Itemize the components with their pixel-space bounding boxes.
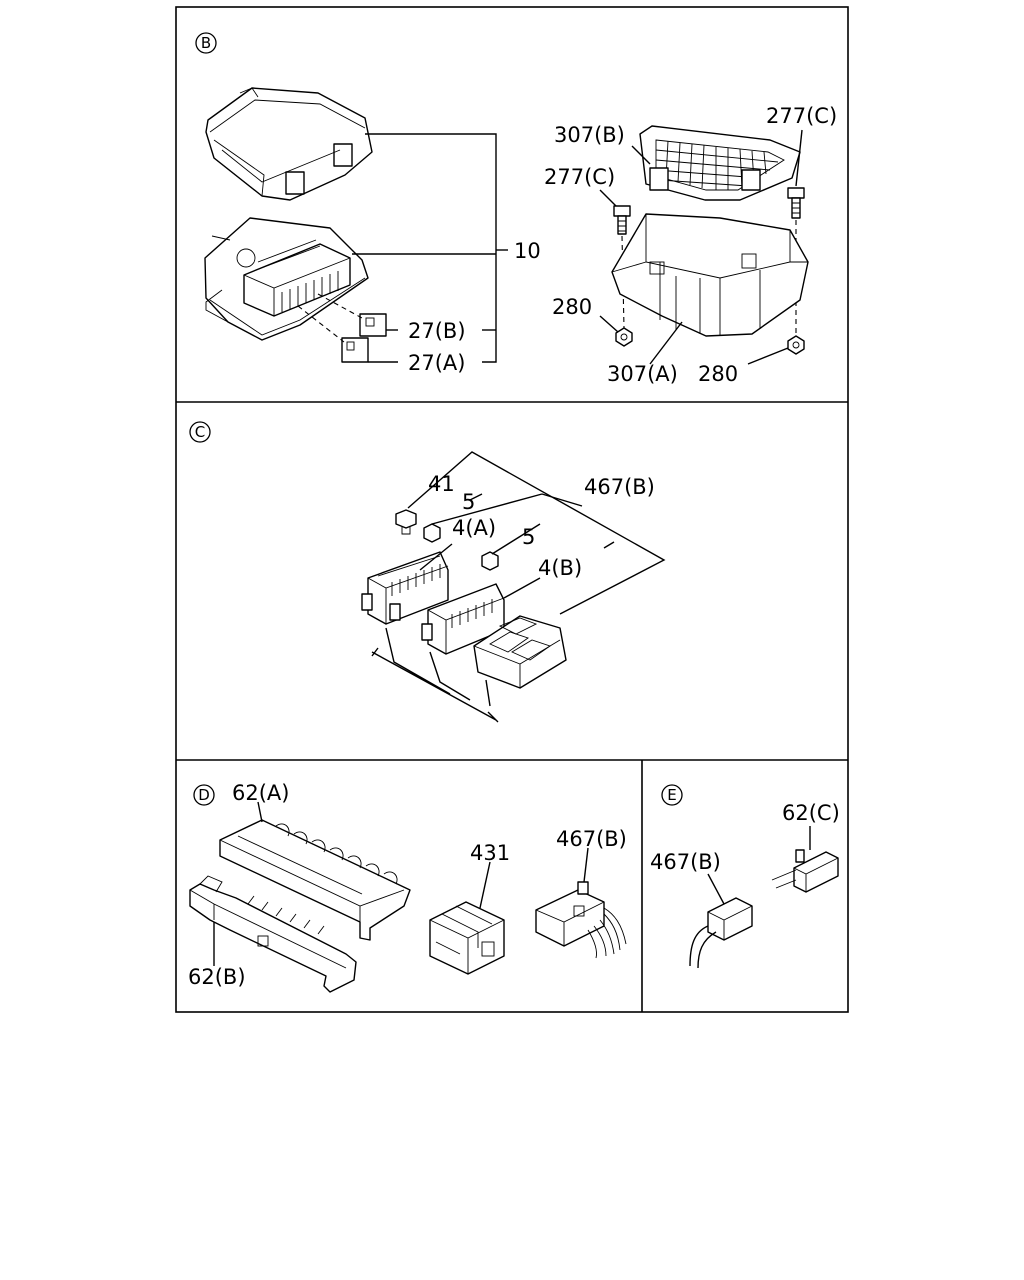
svg-text:D: D: [198, 786, 210, 804]
label-b-277c-left: 277(C): [544, 165, 615, 189]
wire-harness: [371, 627, 499, 723]
section-marker-e: E: [661, 784, 683, 806]
fuse-27a: [341, 337, 369, 363]
leader-280-left: [599, 315, 619, 333]
leader-62a: [257, 801, 263, 823]
label-c-467b: 467(B): [584, 475, 655, 499]
bolt-277c-left: [613, 205, 631, 235]
label-b-307b: 307(B): [554, 123, 625, 147]
label-b-280-right: 280: [698, 362, 738, 386]
connector-62b: [189, 875, 357, 993]
svg-text:E: E: [667, 786, 676, 804]
bolt-277c-right: [787, 187, 805, 219]
fuse-27a-guide: [297, 305, 345, 343]
label-c-5-top: 5: [462, 490, 475, 514]
label-d-62b: 62(B): [188, 965, 246, 989]
label-c-41: 41: [428, 472, 455, 496]
label-d-62a: 62(A): [232, 781, 289, 805]
leader-307a: [649, 321, 683, 365]
svg-text:C: C: [195, 423, 205, 441]
relay-socket-431: [429, 901, 505, 975]
fuse-27b: [359, 313, 387, 337]
label-b-27b: 27(B): [408, 319, 466, 343]
label-b-307a: 307(A): [607, 362, 678, 386]
diagram-frame: [175, 6, 849, 1013]
connector-62c: [771, 849, 839, 893]
label-b-277c-right: 277(C): [766, 104, 837, 128]
connector-467b-d: [535, 881, 627, 959]
grid-cover-307b: [639, 125, 801, 201]
label-d-431: 431: [470, 841, 510, 865]
connector-467b-e: [689, 897, 753, 969]
label-b-27a: 27(A): [408, 351, 465, 375]
leader-280-right: [747, 347, 789, 365]
leader-467b-d: [583, 847, 589, 883]
relay-box-307a: [611, 213, 809, 337]
label-e-62c: 62(C): [782, 801, 840, 825]
label-b-280-left: 280: [552, 295, 592, 319]
leader-467b-e: [707, 873, 725, 905]
fuse-box-cover: [205, 87, 373, 201]
label-d-467b: 467(B): [556, 827, 627, 851]
fuse-5-top: [423, 523, 441, 543]
leader-431: [479, 861, 491, 909]
fuse-box-base: [204, 217, 369, 341]
fuse-41: [395, 509, 417, 535]
section-marker-c: C: [189, 421, 211, 443]
leader-307b: [631, 145, 651, 165]
leader-277c-right: [795, 129, 803, 187]
section-marker-d: D: [193, 784, 215, 806]
nut-280-left: [615, 327, 633, 347]
leader-bracket-10: [352, 133, 508, 363]
label-e-467b: 467(B): [650, 850, 721, 874]
fuse-5-mid: [481, 551, 499, 571]
label-c-4b: 4(B): [538, 556, 582, 580]
nut-280-right: [787, 335, 805, 355]
section-marker-b: B: [195, 32, 217, 54]
label-c-4a: 4(A): [452, 516, 496, 540]
leader-bracket-c: [407, 451, 666, 615]
relay-block: [473, 615, 567, 689]
label-c-5-mid: 5: [522, 525, 535, 549]
leader-277c-left: [599, 189, 617, 207]
fuse-block-4a: [361, 551, 449, 625]
label-b-10: 10: [514, 239, 541, 263]
svg-text:B: B: [201, 34, 211, 52]
connector-62a: [219, 819, 411, 941]
